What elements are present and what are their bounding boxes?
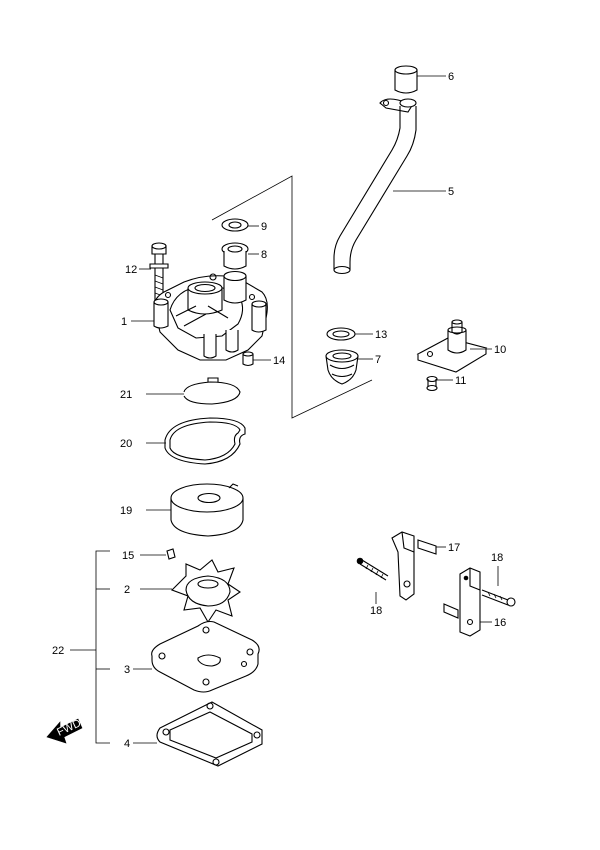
callout-6: 6 bbox=[448, 71, 454, 83]
part-2-impeller bbox=[140, 559, 241, 624]
part-16-bracket bbox=[443, 567, 492, 637]
callout-21: 21 bbox=[120, 389, 132, 401]
part-3-plate bbox=[133, 620, 260, 693]
callout-20: 20 bbox=[120, 438, 132, 450]
callout-22: 22 bbox=[52, 645, 64, 657]
part-20-gasket bbox=[146, 417, 246, 465]
callout-4: 4 bbox=[124, 738, 130, 750]
callout-11: 11 bbox=[455, 375, 466, 387]
part-21-ring bbox=[146, 377, 241, 405]
part-9-washer bbox=[221, 218, 259, 232]
part-22-kit-bracket bbox=[70, 550, 110, 744]
callout-10: 10 bbox=[494, 344, 506, 356]
callout-14: 14 bbox=[273, 355, 285, 367]
callout-9: 9 bbox=[261, 221, 267, 233]
callout-19: 19 bbox=[120, 505, 132, 517]
callout-15: 15 bbox=[122, 550, 134, 562]
part-6-cap bbox=[394, 65, 446, 94]
callout-8: 8 bbox=[261, 249, 267, 261]
part-17-clamp bbox=[391, 531, 446, 601]
fwd-label: FWD bbox=[55, 717, 83, 738]
part-19-housing bbox=[146, 483, 244, 537]
part-1-pump-housing bbox=[131, 270, 268, 361]
callout-3: 3 bbox=[124, 664, 130, 676]
bracket-outline bbox=[211, 175, 373, 419]
callout-12: 12 bbox=[125, 264, 137, 276]
part-11-screw bbox=[426, 375, 453, 392]
callout-13: 13 bbox=[375, 329, 387, 341]
part-18-screw-right bbox=[481, 566, 516, 607]
part-15-key bbox=[140, 548, 176, 560]
part-14-pin bbox=[242, 351, 271, 367]
part-13-washer bbox=[326, 327, 373, 341]
callout-16: 16 bbox=[494, 617, 506, 629]
callout-18-right: 18 bbox=[491, 552, 503, 564]
part-18-screw-left bbox=[356, 557, 389, 604]
callout-1: 1 bbox=[121, 316, 127, 328]
callout-17: 17 bbox=[448, 542, 460, 554]
part-7-grommet bbox=[325, 349, 373, 385]
fwd-arrow-icon: FWD bbox=[46, 717, 83, 744]
part-5-water-tube bbox=[333, 98, 446, 275]
part-10-fitting bbox=[416, 319, 492, 373]
part-8-bushing bbox=[221, 242, 259, 270]
callout-2: 2 bbox=[124, 584, 130, 596]
part-12-bolt bbox=[139, 242, 169, 301]
callout-18-left: 18 bbox=[370, 605, 382, 617]
callout-7: 7 bbox=[375, 354, 381, 366]
part-4-gasket bbox=[133, 701, 263, 767]
callout-5: 5 bbox=[448, 186, 454, 198]
